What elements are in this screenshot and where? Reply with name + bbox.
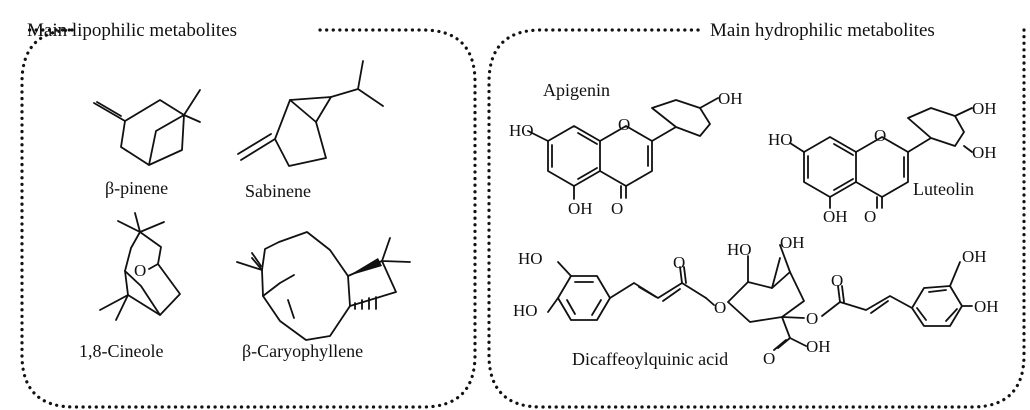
dcq-oh-acid: OH [806,337,831,356]
luteolin-oh-right: OH [972,143,997,162]
lipophilic-panel-frame [20,28,477,409]
caryophyllene-label: β-Caryophyllene [242,341,363,361]
dcq-ho-quinic: HO [727,240,752,259]
dcq-o-carbonyl-left: O [673,253,685,272]
lipophilic-panel-title: Main lipophilic metabolites [27,20,237,41]
wedge-bond [348,258,382,276]
dcq-oh-right-top: OH [962,247,987,266]
apigenin-o-ring: O [618,115,630,134]
apigenin-oh-bottom: OH [568,199,593,218]
dcq-oh-quinic-top: OH [780,233,805,252]
cineole-structure: O 1,8-Cineole [79,212,181,361]
dcq-o-ester-right: O [806,309,818,328]
hydrophilic-panel-frame [487,28,1026,409]
dcq-o-ester-left: O [714,298,726,317]
apigenin-o-keto: O [611,199,623,218]
luteolin-o-ring: O [874,126,886,145]
beta-pinene-structure: β-pinene [93,89,201,198]
luteolin-label: Luteolin [913,179,974,199]
lipophilic-panel: Main lipophilic metabolites β-pinene Sab… [20,20,477,409]
dcq-o-carbonyl-right: O [831,271,843,290]
sabinene-structure: Sabinene [237,60,384,201]
dcq-o-acid: O [763,349,775,368]
cineole-oxygen: O [134,261,146,280]
dcq-oh-right-bottom: OH [974,297,999,316]
apigenin-structure: O OH HO OH O Apigenin [509,80,743,218]
luteolin-oh-bottom: OH [823,207,848,226]
dcq-ho-left-bottom: HO [513,301,538,320]
beta-pinene-label: β-pinene [105,178,168,198]
apigenin-ho-left: HO [509,121,534,140]
dcq-ho-left-top: HO [518,249,543,268]
apigenin-oh-top: OH [718,89,743,108]
luteolin-ho-left: HO [768,130,793,149]
luteolin-structure: O OH OH HO OH O Luteolin [768,99,997,226]
hydrophilic-panel-title: Main hydrophilic metabolites [710,20,935,41]
caryophyllene-structure: β-Caryophyllene [236,231,411,361]
dcq-label: Dicaffeoylquinic acid [572,349,728,369]
luteolin-oh-top: OH [972,99,997,118]
sabinene-label: Sabinene [245,181,311,201]
hydrophilic-panel: Main hydrophilic metabolites O OH HO OH … [487,20,1026,409]
cineole-label: 1,8-Cineole [79,341,163,361]
luteolin-o-keto: O [864,207,876,226]
dicaffeoylquinic-structure: HO HO O O HO OH O O O OH OH OH Dicaffeoy… [513,233,999,369]
apigenin-label: Apigenin [543,80,610,100]
